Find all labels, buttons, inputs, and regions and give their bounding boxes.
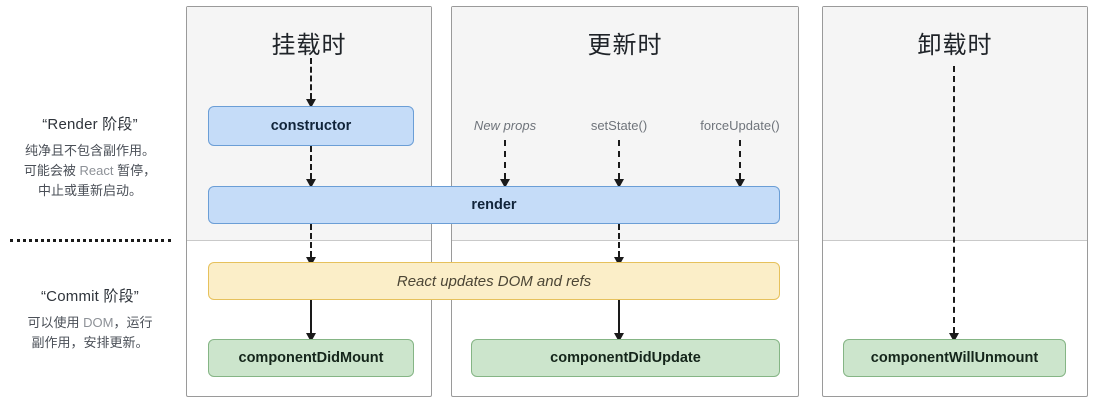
trigger-set-state: setState() <box>590 118 648 133</box>
arrow-render-to-commit-mount <box>305 224 317 266</box>
render-desc-line1: 纯净且不包含副作用。 <box>24 143 155 158</box>
commit-desc-line1-en: DOM <box>83 315 114 330</box>
arrow-commit-to-did-update <box>613 300 625 342</box>
commit-desc-line2: 副作用，安排更新。 <box>31 335 149 350</box>
node-component-did-update[interactable]: componentDidUpdate <box>471 339 780 377</box>
unmounting-render-zone <box>823 7 1087 241</box>
commit-phase-description: 可以使用 DOM，运行 副作用，安排更新。 <box>0 313 180 353</box>
render-phase-title: “Render 阶段” <box>42 116 138 133</box>
commit-phase-label: “Commit 阶段” 可以使用 DOM，运行 副作用，安排更新。 <box>0 285 180 353</box>
render-phase-label: “Render 阶段” 纯净且不包含副作用。 可能会被 React 暂停， 中止… <box>0 113 180 201</box>
arrow-render-to-commit-update <box>613 224 625 266</box>
node-react-updates-dom[interactable]: React updates DOM and refs <box>208 262 780 300</box>
arrow-unmount-to-will-unmount <box>948 66 960 342</box>
arrow-start-to-constructor <box>305 58 317 108</box>
render-desc-line2-b: 暂停， <box>113 163 157 178</box>
commit-desc-line1-a: 可以使用 <box>27 315 84 330</box>
node-component-did-mount[interactable]: componentDidMount <box>208 339 414 377</box>
unmounting-title: 卸载时 <box>917 32 993 59</box>
trigger-force-update: forceUpdate() <box>700 118 780 133</box>
arrow-constructor-to-render <box>305 146 317 188</box>
arrow-force-update-to-render <box>734 140 746 188</box>
render-phase-description: 纯净且不包含副作用。 可能会被 React 暂停， 中止或重新启动。 <box>0 141 180 201</box>
mounting-title: 挂载时 <box>271 32 347 59</box>
render-desc-line2-a: 可能会被 <box>23 163 80 178</box>
column-unmounting: 卸载时 <box>822 6 1088 397</box>
arrow-set-state-to-render <box>613 140 625 188</box>
arrow-new-props-to-render <box>499 140 511 188</box>
render-desc-line3: 中止或重新启动。 <box>37 183 142 198</box>
node-component-will-unmount[interactable]: componentWillUnmount <box>843 339 1066 377</box>
updating-title: 更新时 <box>587 32 663 59</box>
commit-phase-title: “Commit 阶段” <box>40 288 140 305</box>
arrow-commit-to-did-mount <box>305 300 317 342</box>
node-render[interactable]: render <box>208 186 780 224</box>
trigger-new-props: New props <box>473 118 537 133</box>
phase-divider <box>10 239 171 242</box>
node-constructor[interactable]: constructor <box>208 106 414 146</box>
render-desc-line2-en: React <box>79 163 114 178</box>
commit-desc-line1-b: ，运行 <box>113 315 153 330</box>
